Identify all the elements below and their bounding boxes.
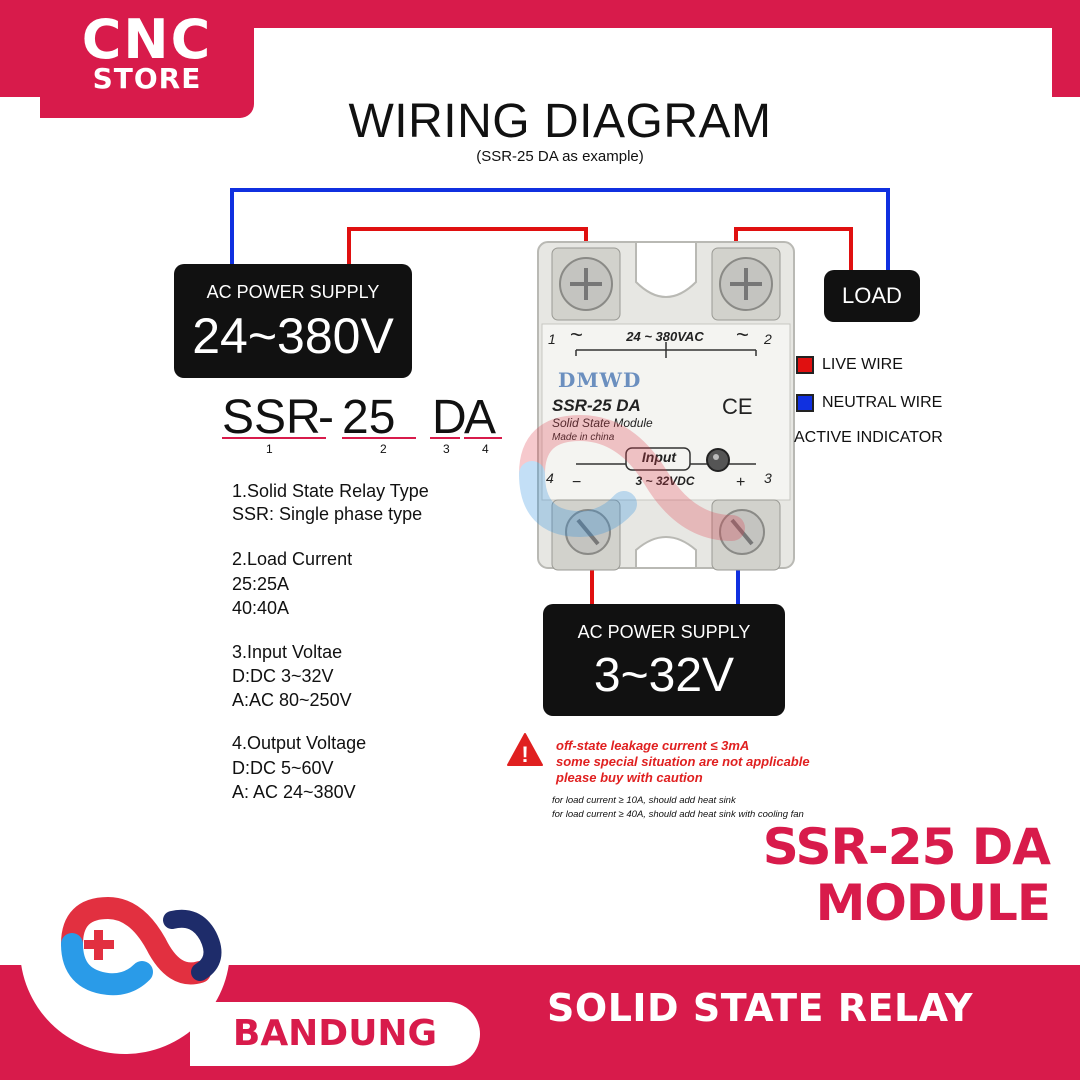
spec-4-line-2: A: AC 24~380V	[232, 782, 356, 802]
ac-power-supply-box: AC POWER SUPPLY 24~380V	[174, 264, 412, 378]
relay-module	[537, 241, 795, 571]
relay-minus-sign: −	[572, 474, 582, 491]
relay-brand: DMWD	[558, 368, 642, 392]
live-wire-swatch	[796, 356, 814, 374]
watermark-logo	[519, 414, 745, 541]
spec-2-line-2: 40:40A	[232, 598, 290, 618]
neutral-wire-swatch	[796, 394, 814, 412]
code-number-3: 3	[443, 442, 450, 456]
neutral-wire-label: NEUTRAL WIRE	[822, 394, 943, 411]
warning-note-1: for load current ≥ 10A, should add heat …	[552, 795, 736, 806]
city-label: BANDUNG	[232, 1013, 438, 1054]
warning-line-3: please buy with caution	[556, 770, 703, 785]
warning-icon-mark: !	[521, 742, 528, 767]
store-emblem-icon	[61, 896, 222, 996]
spec-1-title: 1.Solid State Relay Type	[232, 481, 429, 501]
relay-plus-sign: +	[736, 474, 746, 491]
relay-terminal-2: 2	[764, 331, 772, 347]
spec-4-line-1: D:DC 5~60V	[232, 758, 334, 778]
input-supply-label: AC POWER SUPPLY	[577, 622, 751, 642]
code-underlines	[222, 437, 502, 439]
input-power-supply-box: AC POWER SUPPLY 3~32V	[543, 604, 785, 716]
relay-input-voltage: 3 ~ 32VDC	[635, 474, 695, 488]
code-part-4: A	[464, 391, 497, 444]
relay-tilde-right: ~	[736, 322, 749, 347]
store-logo-tab	[40, 0, 254, 118]
neutral-wire-top	[230, 188, 890, 276]
code-dash: -	[318, 391, 334, 444]
code-part-2: 25	[342, 391, 396, 444]
relay-terminal-3: 3	[764, 470, 772, 486]
relay-top-voltage: 24 ~ 380VAC	[626, 329, 704, 344]
input-supply-value: 3~32V	[593, 649, 735, 702]
product-title-line-2: MODULE	[815, 874, 1051, 932]
relay-description: Solid State Module	[552, 416, 653, 430]
spec-2-line-1: 25:25A	[232, 574, 290, 594]
product-title-line-1: SSR-25 DA	[762, 818, 1051, 876]
relay-model: SSR-25 DA	[552, 396, 641, 415]
store-logo-cnc: CNC	[81, 8, 213, 71]
warning-icon: !	[507, 733, 543, 767]
diagram-title: WIRING DIAGRAM	[348, 95, 772, 148]
relay-tilde-left: ~	[570, 322, 583, 347]
ac-supply-value: 24~380V	[192, 308, 394, 364]
warning-note-2: for load current ≥ 40A, should add heat …	[552, 809, 804, 820]
live-wire-label: LIVE WIRE	[822, 356, 903, 373]
store-logo-store: STORE	[92, 62, 202, 95]
relay-terminal-1: 1	[548, 331, 556, 347]
load-box: LOAD	[824, 270, 920, 322]
active-indicator-label: ACTIVE INDICATOR	[794, 429, 943, 446]
warning-line-1: off-state leakage current ≤ 3mA	[556, 738, 750, 753]
category-label: SOLID STATE RELAY	[547, 986, 973, 1030]
ac-supply-label: AC POWER SUPPLY	[206, 282, 380, 302]
code-number-1: 1	[266, 442, 273, 456]
spec-1-line-1: SSR: Single phase type	[232, 504, 423, 524]
relay-made-in: Made in china	[552, 432, 615, 443]
relay-terminal-4: 4	[546, 470, 554, 486]
code-part-3: D	[432, 391, 467, 444]
code-number-2: 2	[380, 442, 387, 456]
diagram-subtitle: (SSR-25 DA as example)	[476, 148, 644, 165]
relay-ce-mark: CE	[722, 394, 753, 419]
spec-3-line-2: A:AC 80~250V	[232, 690, 352, 710]
spec-3-line-1: D:DC 3~32V	[232, 666, 334, 686]
relay-input-label: Input	[641, 449, 677, 465]
warning-line-2: some special situation are not applicabl…	[556, 754, 810, 769]
spec-3-title: 3.Input Voltae	[232, 642, 343, 662]
city-badge	[190, 1002, 480, 1066]
code-part-1: SSR	[222, 391, 321, 444]
code-number-4: 4	[482, 442, 489, 456]
spec-2-title: 2.Load Current	[232, 549, 353, 569]
store-emblem	[24, 848, 226, 1050]
spec-4-title: 4.Output Voltage	[232, 733, 367, 753]
